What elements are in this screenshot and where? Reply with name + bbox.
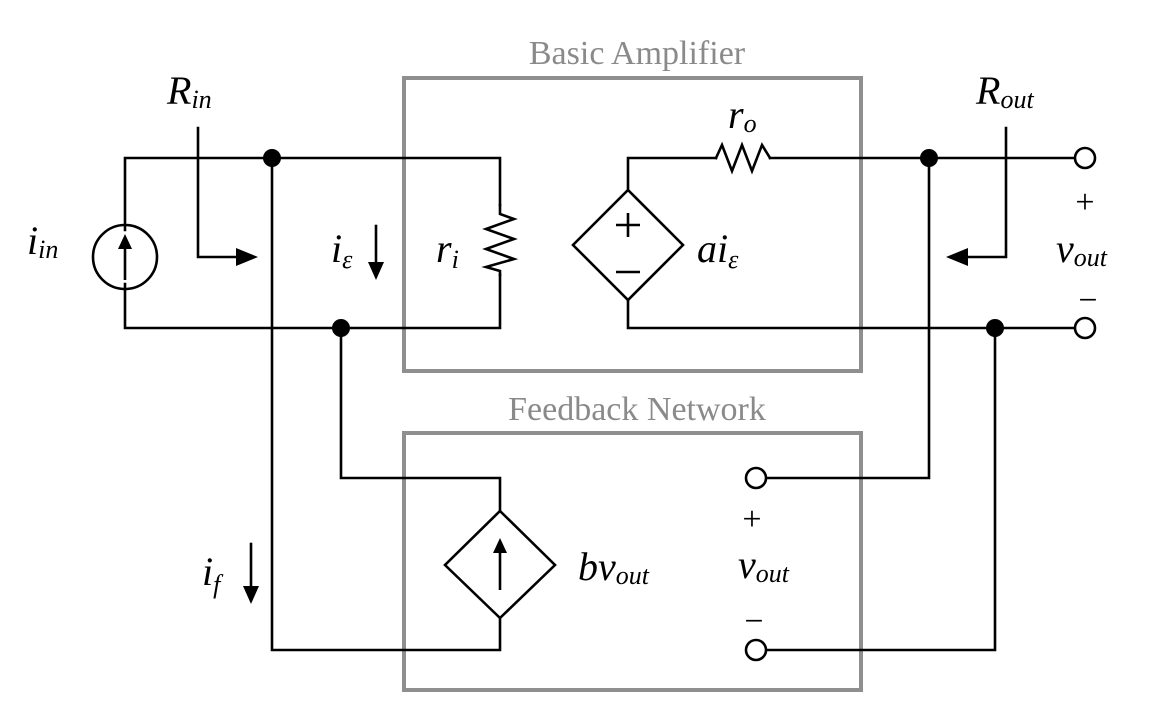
label-i-in: iin [27,218,58,264]
input-wires [123,156,502,652]
label-r-out: Rout [975,68,1034,114]
plus-sign-feedback: + [742,501,761,538]
output-wires [626,156,1076,652]
label-v-out-right: vout [1056,226,1108,272]
i-eps-arrow [368,224,384,280]
label-i-f: if [202,549,224,599]
i-f-arrow [243,542,259,604]
label-v-out-feedback: vout [738,542,790,588]
feedback-network-box [402,431,863,692]
plus-sign-output: + [1075,184,1094,221]
rout-indicator-arrow [946,126,1008,266]
basic-amplifier-box [402,76,863,373]
basic-amplifier-title: Basic Amplifier [529,35,746,72]
label-r-o: ro [728,92,757,138]
junction-dots [263,149,1004,337]
label-b-v-out: bvout [578,544,650,590]
feedback-network-title: Feedback Network [508,391,766,428]
input-resistor-ri [481,203,519,277]
label-r-in: Rin [166,68,212,114]
input-current-source [91,223,159,291]
minus-sign-feedback: − [744,603,763,640]
minus-sign-output: − [1078,282,1097,319]
rin-indicator-arrow [196,126,258,266]
output-resistor-ro [714,141,772,175]
label-r-i: ri [436,226,459,274]
label-a-i-eps: aiε [697,226,739,274]
dependent-voltage-source [571,188,685,302]
dependent-current-source [443,509,557,620]
label-i-eps: iε [331,226,353,274]
terminals [744,146,1097,662]
